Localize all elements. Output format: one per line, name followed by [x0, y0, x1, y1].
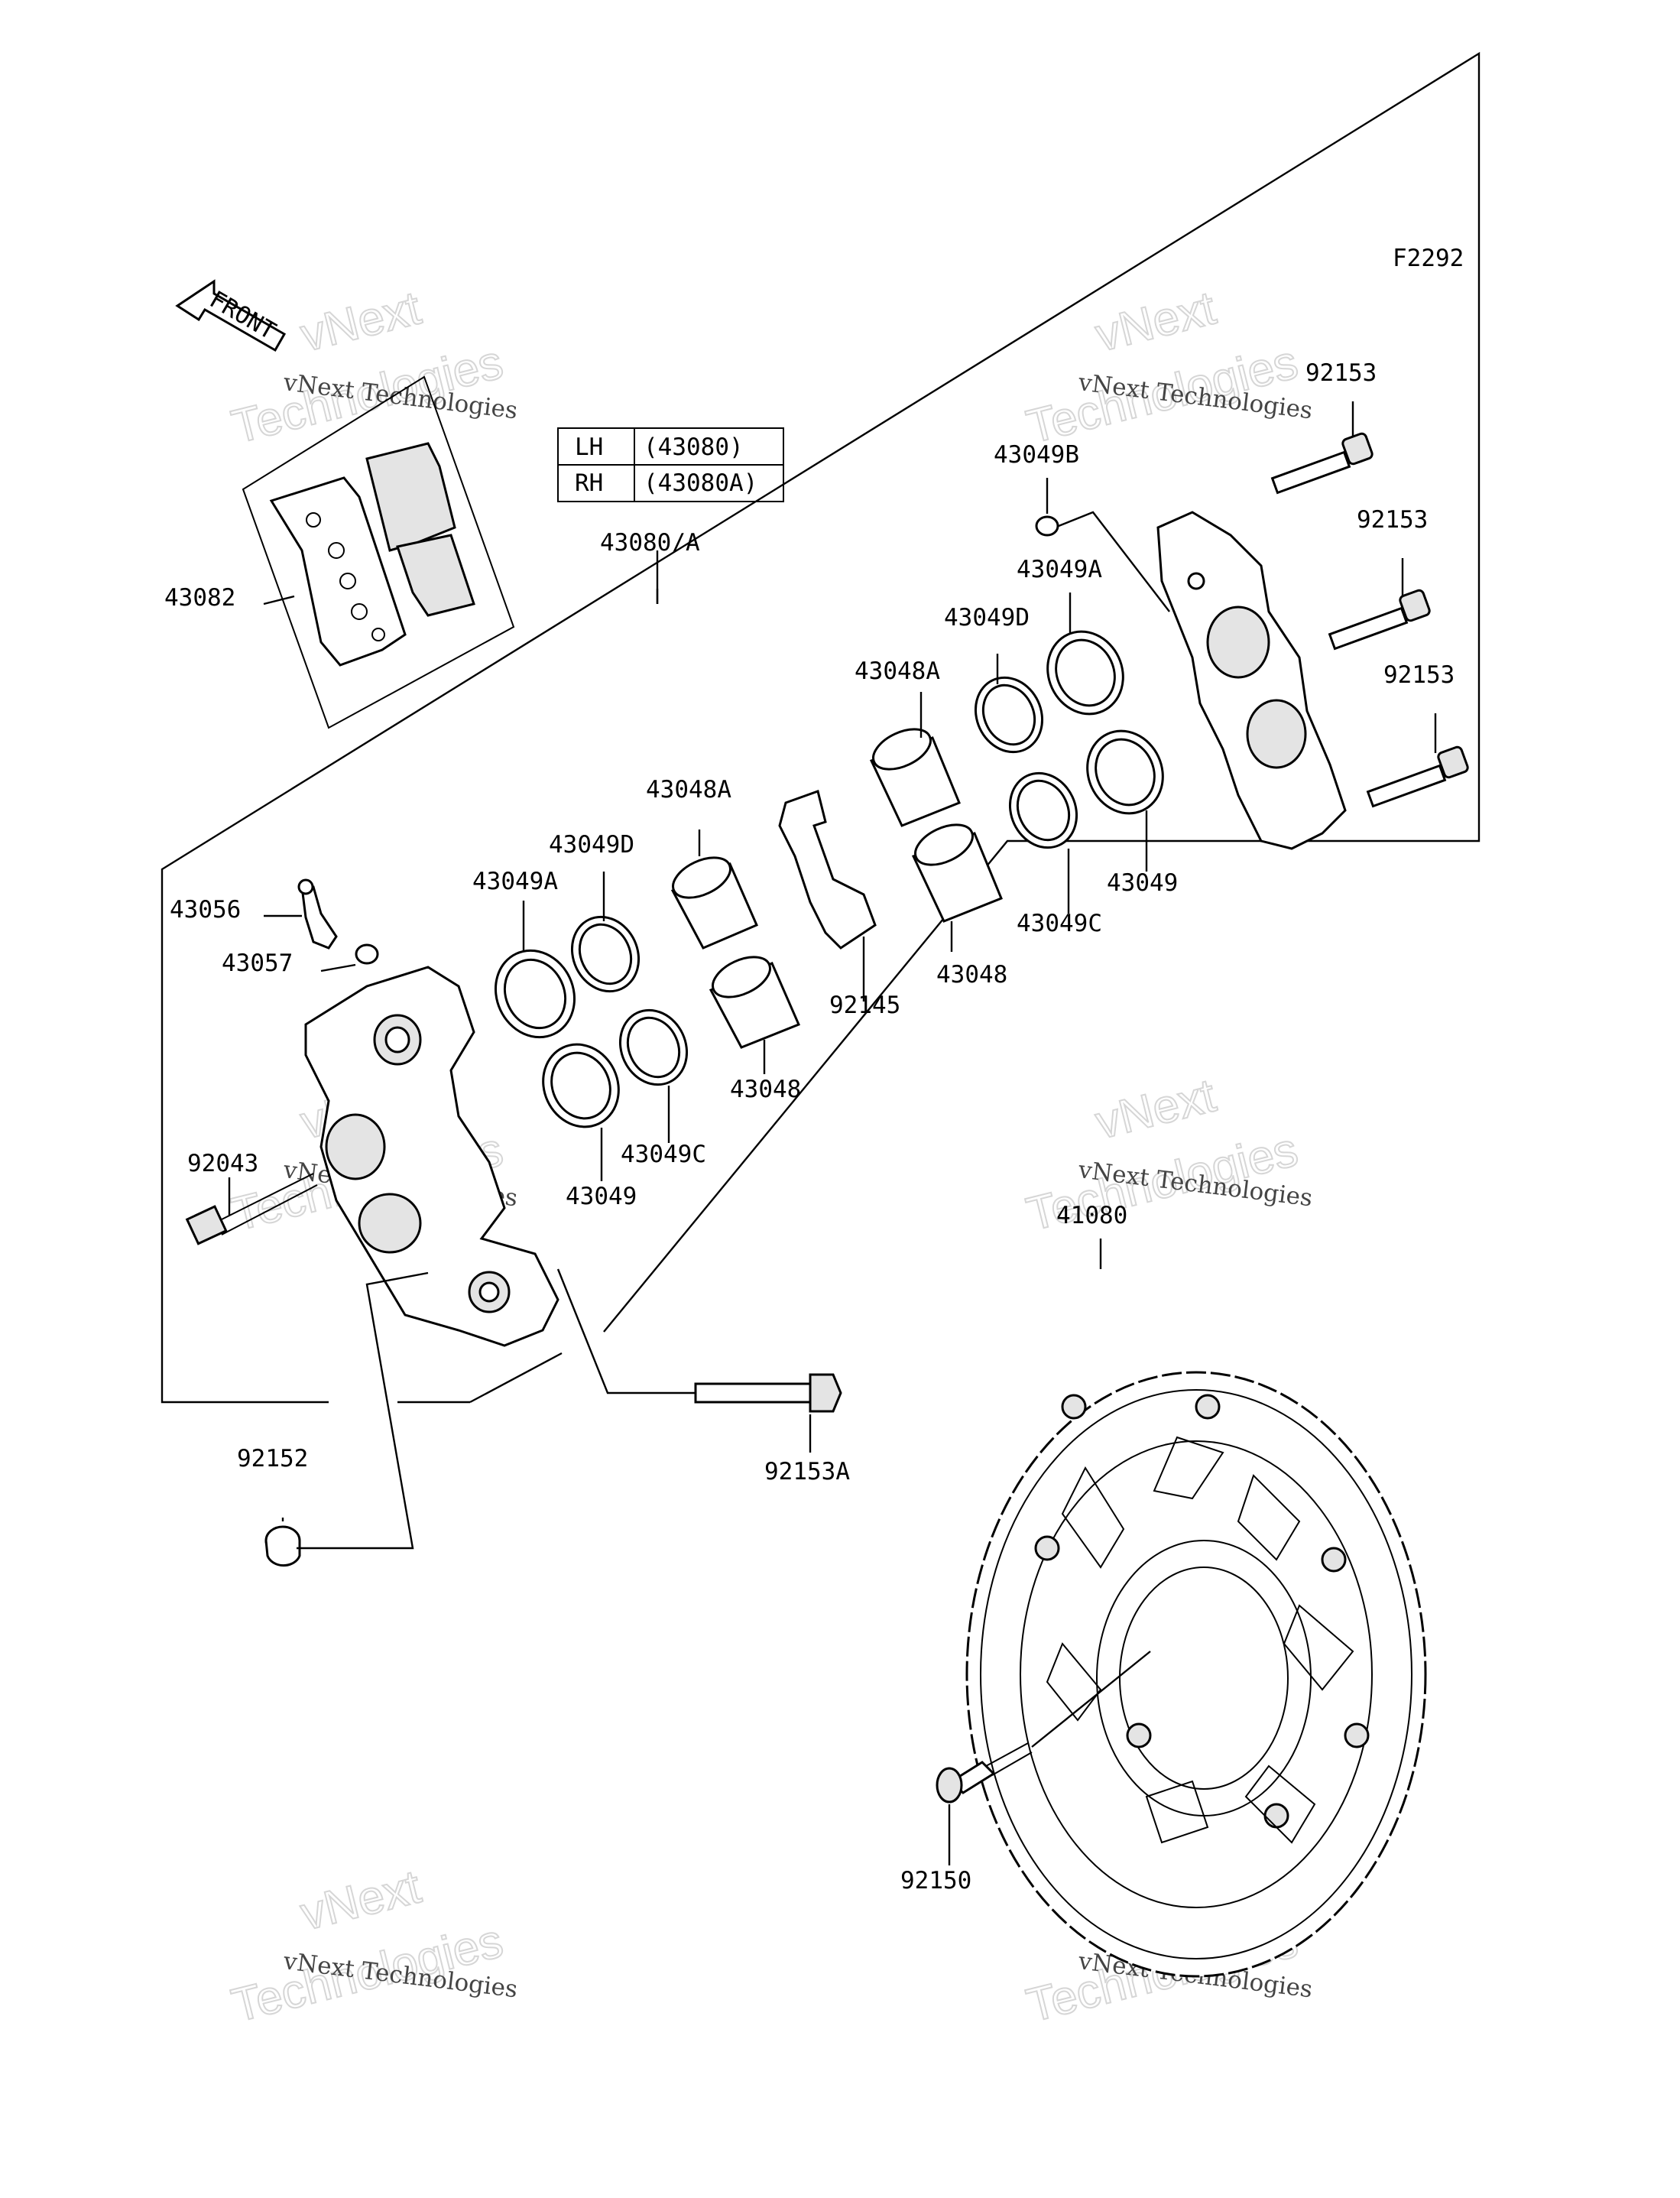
variant-part: (43080)	[644, 433, 744, 461]
part-label-43056: 43056	[170, 896, 241, 924]
caliper-outer	[1156, 511, 1347, 850]
part-label-92152: 92152	[237, 1445, 308, 1472]
pad-pin-icon	[185, 1173, 318, 1245]
part-label-43049: 43049	[566, 1183, 637, 1210]
watermark-text-large: vNext	[1091, 281, 1221, 362]
caliper-bolt-icon	[1270, 432, 1374, 495]
part-label-43049d: 43049D	[549, 831, 634, 859]
part-label-43049a: 43049A	[1017, 556, 1102, 583]
pads-box	[242, 375, 515, 729]
part-label-92145: 92145	[829, 992, 900, 1019]
part-label-92153: 92153	[1383, 661, 1455, 689]
part-labels: 43080/A 43082 43056 43057 92043 92152 92…	[164, 359, 1455, 1894]
part-label-41080: 41080	[1056, 1202, 1127, 1229]
leader-lines	[522, 401, 1437, 1181]
watermark-text-large: vNext	[1091, 1069, 1221, 1149]
watermark: vNext Technologies vNext Technologies	[226, 1859, 519, 2033]
watermark: vNext Technologies vNext Technologies	[1021, 281, 1314, 454]
part-label-43049a: 43049A	[472, 868, 558, 895]
part-label-43048: 43048	[730, 1076, 801, 1103]
leader-lines	[228, 550, 812, 1550]
part-label-92153a: 92153A	[764, 1458, 850, 1485]
brake-disc	[965, 1371, 1427, 1978]
part-label-92153: 92153	[1357, 506, 1428, 534]
front-label: FRONT	[205, 286, 281, 346]
part-label-43048a: 43048A	[646, 776, 731, 804]
watermark-text-large: vNext	[296, 1860, 426, 1940]
part-label-43080a: 43080/A	[600, 529, 700, 557]
watermark-text-large: vNext	[296, 281, 426, 362]
part-label-92150: 92150	[900, 1867, 971, 1894]
variant-table: LH (43080) RH (43080A)	[557, 427, 784, 502]
variant-side: RH	[575, 469, 603, 497]
variant-part: (43080A)	[644, 469, 757, 497]
bleeder-cap-icon	[355, 943, 379, 965]
assembly-outline	[161, 51, 1481, 1404]
part-label-43049c: 43049C	[621, 1141, 706, 1168]
variant-side: LH	[575, 433, 603, 461]
watermark: vNext Technologies vNext Technologies	[226, 281, 519, 454]
caliper-bolt-icon	[1366, 745, 1469, 808]
part-label-43057: 43057	[222, 950, 293, 977]
left-seals-pistons	[494, 856, 800, 1128]
caliper-inner	[304, 966, 559, 1347]
part-label-43049b: 43049B	[994, 441, 1079, 469]
right-seals-pistons	[869, 630, 1164, 923]
caliper-bolt-icon	[694, 1373, 842, 1413]
part-label-43048: 43048	[936, 961, 1007, 989]
figure-code: F2292	[1393, 245, 1464, 272]
front-arrow-icon: FRONT	[175, 279, 287, 352]
bleeder-valve-icon	[297, 878, 338, 950]
part-label-43049: 43049	[1107, 869, 1178, 897]
part-label-43048a: 43048A	[855, 657, 940, 685]
nut-icon	[264, 1525, 301, 1567]
washer-icon	[1035, 515, 1059, 537]
part-label-92043: 92043	[187, 1150, 258, 1177]
disc-bolt-icon	[936, 1239, 1151, 1865]
part-label-43082: 43082	[164, 584, 235, 612]
part-label-92153: 92153	[1305, 359, 1377, 387]
spring-plate-icon	[778, 790, 877, 950]
disc-rivet-icon	[1034, 1394, 1370, 1829]
caliper-bolt-icon	[1328, 589, 1431, 651]
part-label-43049c: 43049C	[1017, 910, 1102, 937]
brake-pads	[269, 442, 475, 667]
part-label-43049d: 43049D	[944, 604, 1030, 631]
